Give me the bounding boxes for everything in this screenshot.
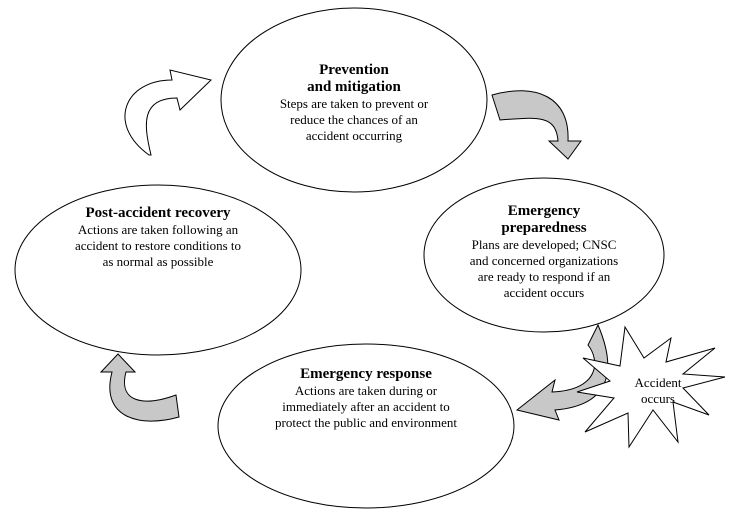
- response-stage-title: Emergency response: [300, 366, 432, 382]
- response-stage-description: Actions are taken during or immediately …: [275, 383, 457, 430]
- arrow-preparedness-to-response: [515, 323, 609, 421]
- response-stage-text: Emergency response Actions are taken dur…: [246, 366, 486, 431]
- arrow-recovery-to-prevention: [124, 69, 212, 156]
- preparedness-ellipse: [423, 177, 665, 333]
- prevention-stage-text: Prevention and mitigation Steps are take…: [244, 62, 464, 144]
- recovery-stage-description: Actions are taken following an accident …: [74, 222, 242, 269]
- preparedness-stage-description: Plans are developed; CNSC and concerned …: [469, 237, 619, 300]
- prevention-stage-description: Steps are taken to prevent or reduce the…: [279, 96, 429, 143]
- response-ellipse: [217, 343, 515, 509]
- arrow-prevention-to-preparedness: [491, 90, 582, 160]
- preparedness-stage-title: Emergency preparedness: [501, 203, 587, 236]
- accident-occurs-label: Accident occurs: [634, 375, 682, 406]
- prevention-ellipse: [220, 7, 488, 193]
- arrow-response-to-recovery: [99, 353, 180, 422]
- recovery-stage-title: Post-accident recovery: [85, 205, 231, 221]
- preparedness-stage-text: Emergency preparedness Plans are develop…: [446, 203, 642, 301]
- prevention-stage-title: Prevention and mitigation: [307, 62, 401, 95]
- recovery-ellipse: [14, 184, 302, 356]
- accident-burst-shape: [576, 325, 726, 449]
- recovery-stage-text: Post-accident recovery Actions are taken…: [48, 205, 268, 270]
